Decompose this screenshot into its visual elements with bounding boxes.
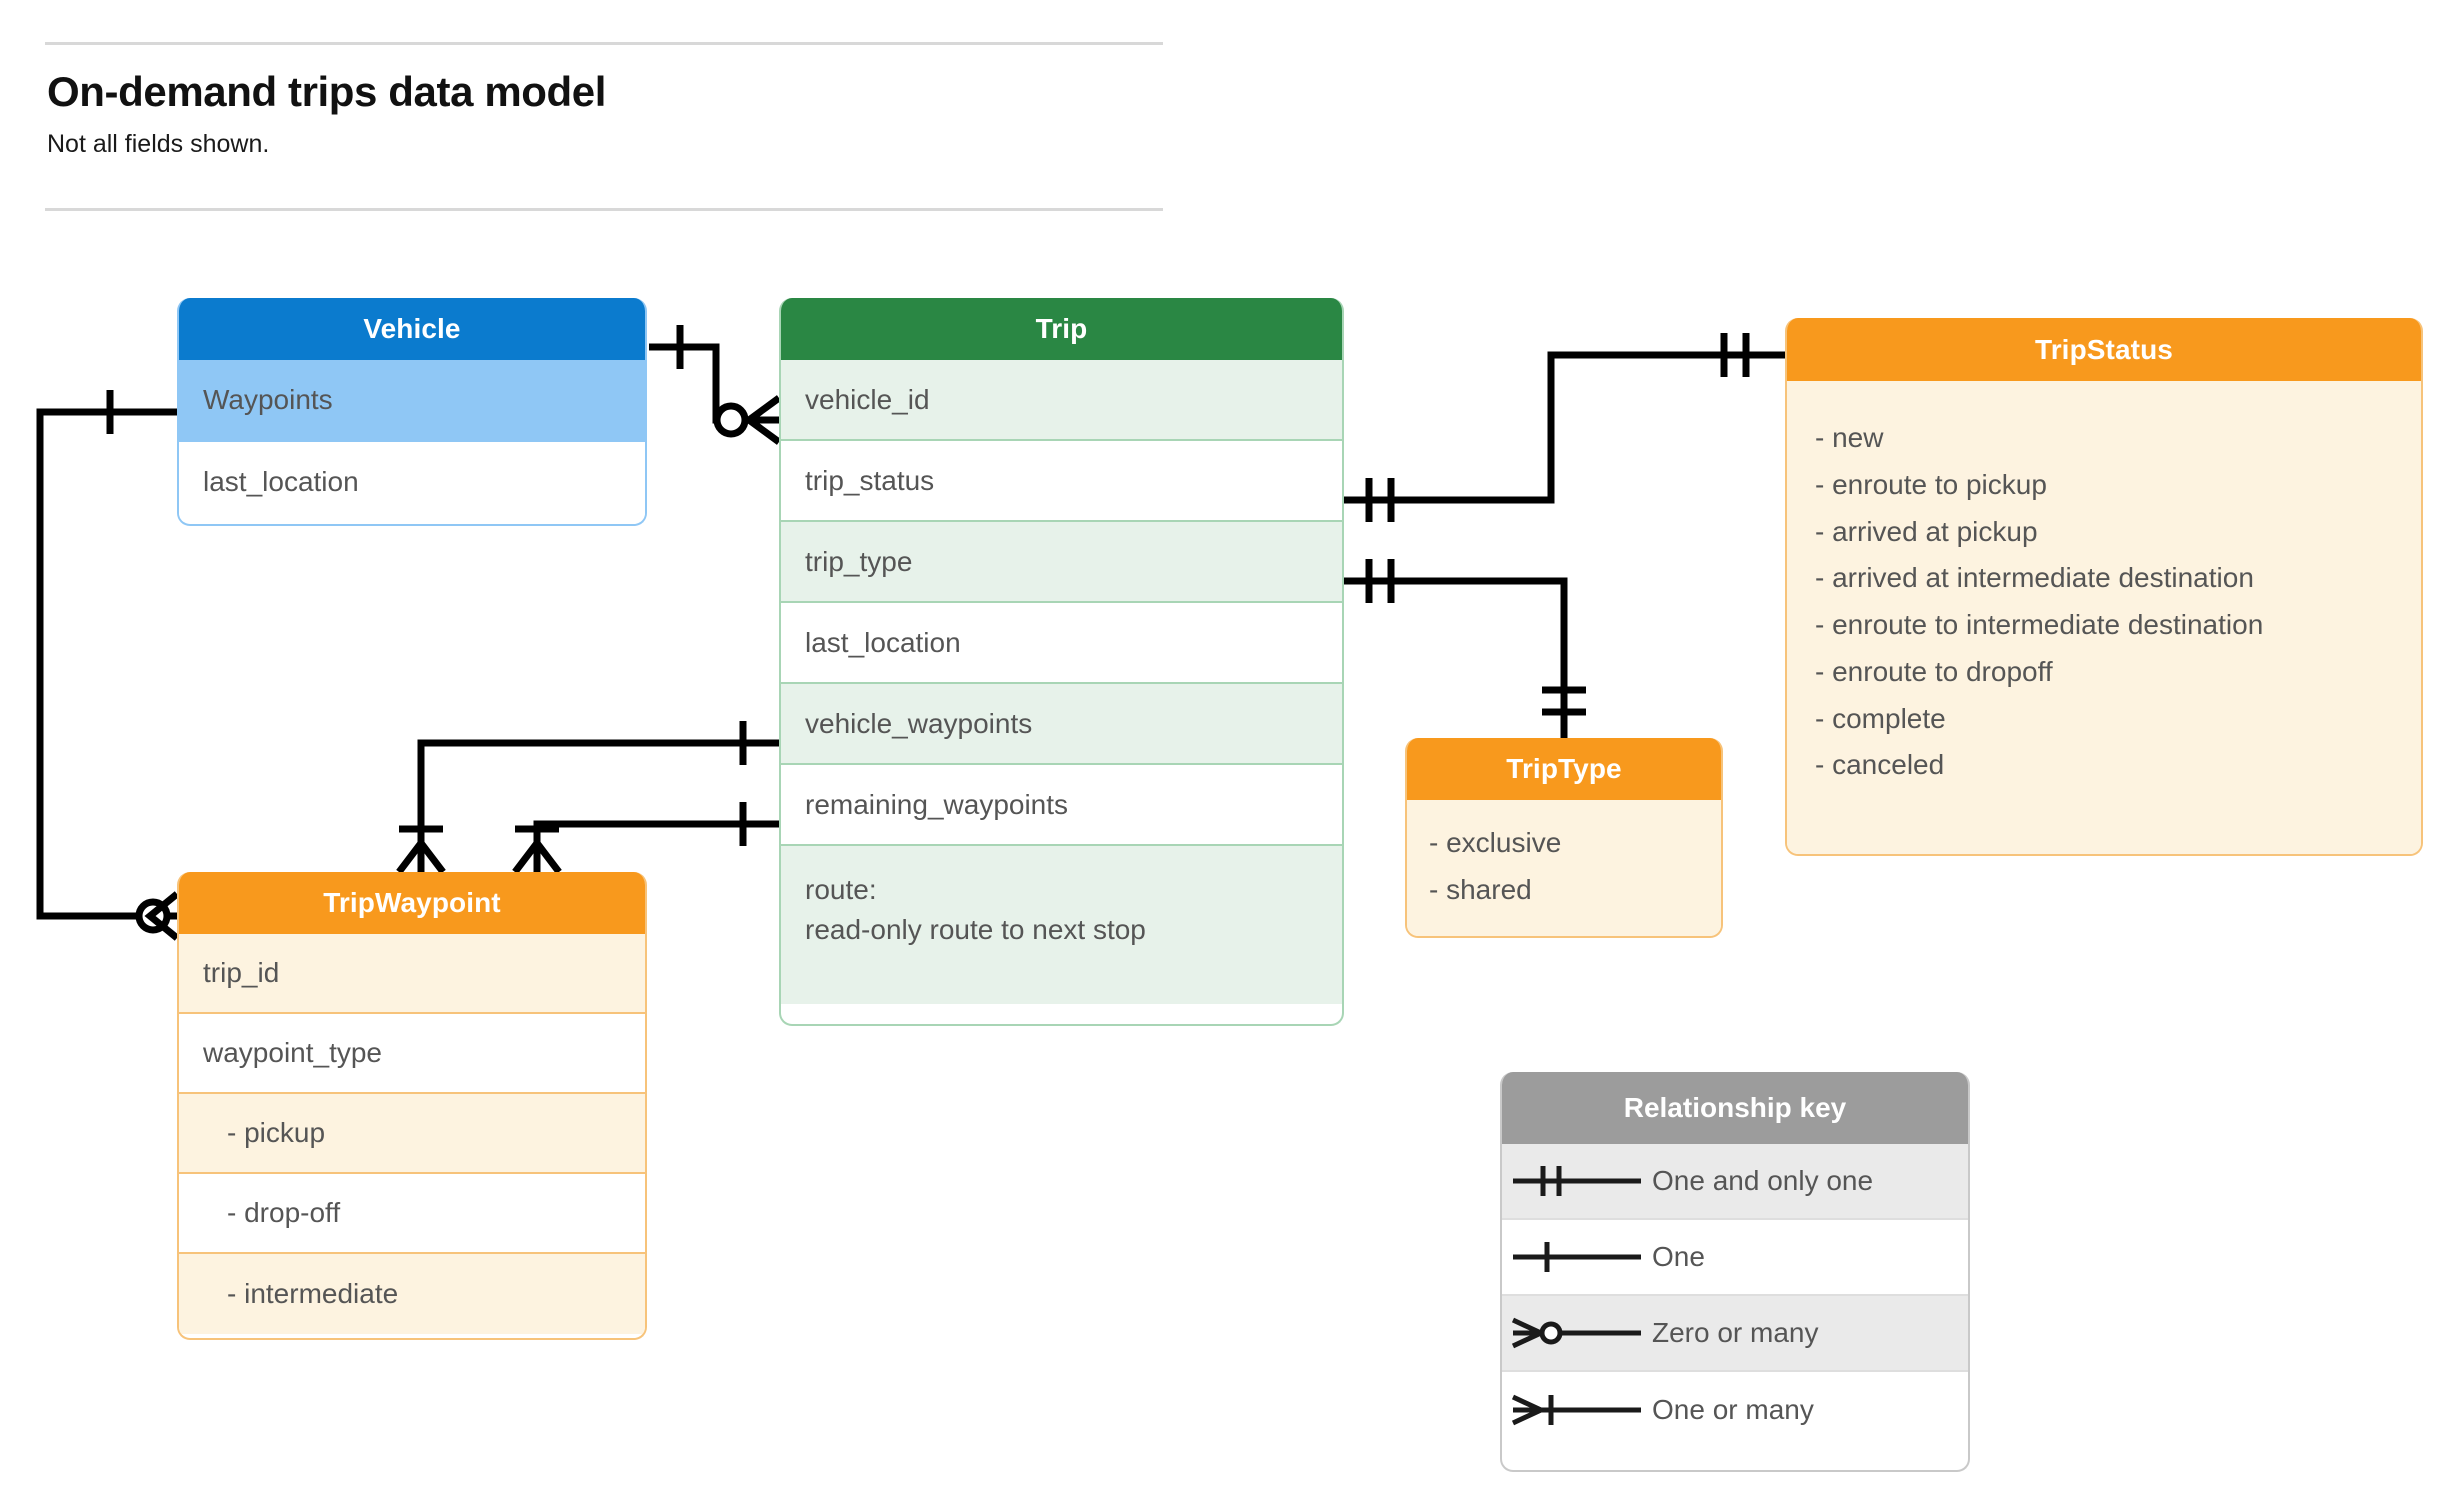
entity-trip-waypoint[interactable]: TripWaypoint trip_id waypoint_type - pic… [177, 872, 647, 1340]
connector-vehicle-waypoints-to-tripwaypoint [36, 390, 180, 941]
one-and-only-one-icon [1502, 1143, 1652, 1219]
field-trip-last-location[interactable]: last_location [781, 603, 1342, 684]
enum-value: - arrived at intermediate destination [1815, 562, 2254, 594]
entity-vehicle[interactable]: Vehicle Waypoints last_location [177, 298, 647, 526]
enum-value: - enroute to pickup [1815, 468, 2047, 500]
field-tripwaypoint-value-dropoff[interactable]: - drop-off [179, 1174, 645, 1254]
entity-vehicle-fields: Waypoints last_location [179, 360, 645, 522]
field-trip-vehicle-id[interactable]: vehicle_id [781, 360, 1342, 441]
enum-value: - enroute to intermediate destination [1815, 609, 2264, 640]
connector-remaining-waypoints-to-tripwaypoint [512, 802, 779, 875]
field-trip-trip-status[interactable]: trip_status [781, 441, 1342, 522]
relationship-key-legend: Relationship key One and only one One [1500, 1072, 1970, 1472]
enum-value: - shared [1429, 873, 1532, 905]
zero-or-many-icon [1502, 1295, 1652, 1371]
entity-trip[interactable]: Trip vehicle_id trip_status trip_type la… [779, 298, 1344, 1026]
field-trip-route[interactable]: route: read-only route to next stop [781, 846, 1342, 1004]
legend-row: One and only one [1502, 1144, 1968, 1220]
connector-trip-type-to-triptype [1344, 559, 1586, 738]
enum-value: - enroute to dropoff [1815, 655, 2053, 687]
enum-value: - new [1815, 422, 1884, 453]
legend-label: One or many [1652, 1394, 1814, 1425]
entity-trip-type[interactable]: TripType - exclusive - shared [1405, 738, 1723, 938]
enum-value: - exclusive [1429, 827, 1562, 858]
field-tripwaypoint-trip-id[interactable]: trip_id [179, 934, 645, 1014]
header-divider-top [45, 42, 1163, 45]
connector-vehicle-to-trip-vehicleid [649, 325, 782, 445]
field-trip-route-note: read-only route to next stop [805, 913, 1146, 945]
legend-title: Relationship key [1502, 1072, 1968, 1144]
field-tripwaypoint-waypoint-type[interactable]: waypoint_type [179, 1014, 645, 1094]
enum-value: - complete [1815, 702, 1946, 734]
field-trip-trip-type[interactable]: trip_type [781, 522, 1342, 603]
field-trip-route-label: route: [805, 874, 877, 905]
entity-trip-waypoint-fields: trip_id waypoint_type - pickup - drop-of… [179, 934, 645, 1334]
field-trip-remaining-waypoints[interactable]: remaining_waypoints [781, 765, 1342, 846]
field-trip-vehicle-waypoints[interactable]: vehicle_waypoints [781, 684, 1342, 765]
legend-label: Zero or many [1652, 1317, 1819, 1348]
one-or-many-icon [1502, 1372, 1652, 1448]
enum-value: - canceled [1815, 749, 1945, 781]
legend-row: Zero or many [1502, 1296, 1968, 1372]
entity-trip-status[interactable]: TripStatus - new - enroute to pickup - a… [1785, 318, 2423, 856]
entity-trip-type-title: TripType [1407, 738, 1721, 800]
entity-vehicle-title: Vehicle [179, 298, 645, 360]
entity-trip-status-title: TripStatus [1787, 318, 2421, 381]
legend-label: One and only one [1652, 1165, 1874, 1196]
entity-trip-type-values: - exclusive - shared [1407, 800, 1721, 936]
field-tripwaypoint-value-intermediate[interactable]: - intermediate [179, 1254, 645, 1334]
entity-trip-fields: vehicle_id trip_status trip_type last_lo… [781, 360, 1342, 1004]
connector-trip-status-to-tripstatus [1344, 333, 1785, 522]
connector-vehicle-waypoints-field-to-tripwaypoint [396, 721, 779, 875]
one-icon [1502, 1219, 1652, 1295]
entity-trip-status-values: - new - enroute to pickup - arrived at p… [1787, 381, 2421, 854]
entity-trip-title: Trip [781, 298, 1342, 360]
page-subtitle: Not all fields shown. [47, 130, 270, 158]
field-vehicle-waypoints[interactable]: Waypoints [179, 360, 645, 442]
entity-trip-waypoint-title: TripWaypoint [179, 872, 645, 934]
enum-value: - arrived at pickup [1815, 515, 2038, 547]
legend-label: One [1652, 1241, 1705, 1272]
field-vehicle-last-location[interactable]: last_location [179, 442, 645, 522]
header-divider-bottom [45, 208, 1163, 211]
page-title: On-demand trips data model [47, 68, 606, 115]
legend-row: One [1502, 1220, 1968, 1296]
legend-row: One or many [1502, 1372, 1968, 1448]
field-tripwaypoint-value-pickup[interactable]: - pickup [179, 1094, 645, 1174]
